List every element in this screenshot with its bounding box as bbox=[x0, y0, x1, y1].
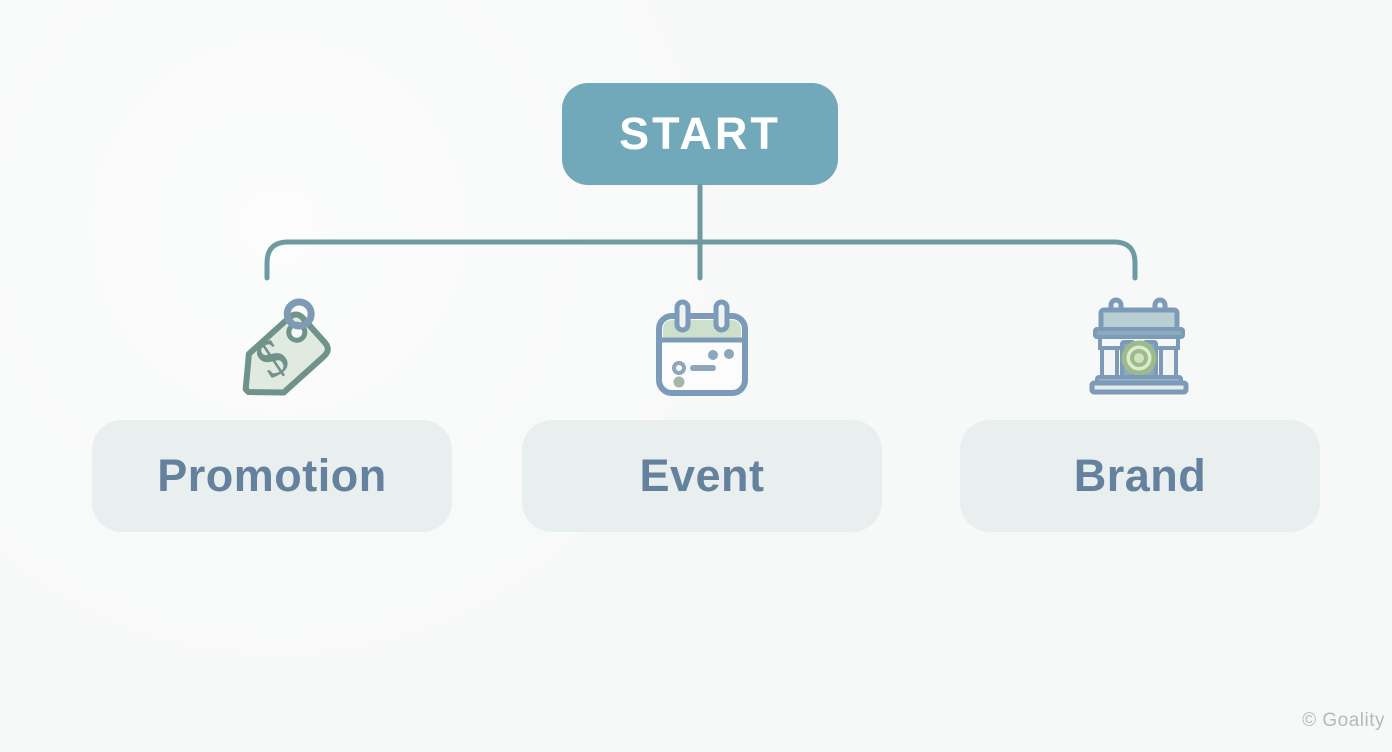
connector-bracket bbox=[264, 239, 1138, 281]
calendar-icon bbox=[656, 299, 748, 396]
price-tag-icon: $ bbox=[242, 298, 331, 396]
branch-node-promotion[interactable]: Promotion bbox=[92, 420, 452, 532]
branch-label-promotion: Promotion bbox=[157, 450, 387, 501]
branch-label-event: Event bbox=[639, 450, 765, 501]
branch-node-brand[interactable]: Brand bbox=[960, 420, 1320, 532]
bank-building-icon bbox=[1089, 297, 1189, 395]
start-label: START bbox=[619, 108, 781, 159]
watermark: © Goality bbox=[1302, 710, 1385, 731]
branch-label-brand: Brand bbox=[1073, 450, 1207, 501]
branch-node-event[interactable]: Event bbox=[522, 420, 882, 532]
start-button[interactable]: START bbox=[562, 83, 838, 185]
